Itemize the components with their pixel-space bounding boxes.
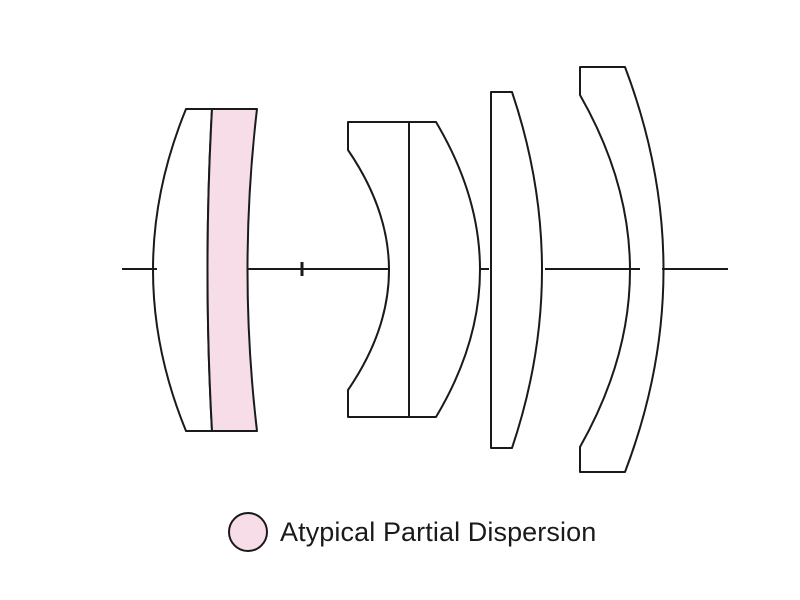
lens-element-5 [490,91,543,449]
legend-swatch-icon [228,512,268,552]
legend-label: Atypical Partial Dispersion [280,516,597,547]
lens-element-6 [579,66,665,473]
legend: Atypical Partial Dispersion [228,510,596,554]
lens-element-4 [408,121,481,418]
lens-diagram [122,66,728,473]
lens-element-1 [152,108,213,432]
lens-element-2-apd [206,108,258,432]
lens-element-3 [347,121,410,418]
